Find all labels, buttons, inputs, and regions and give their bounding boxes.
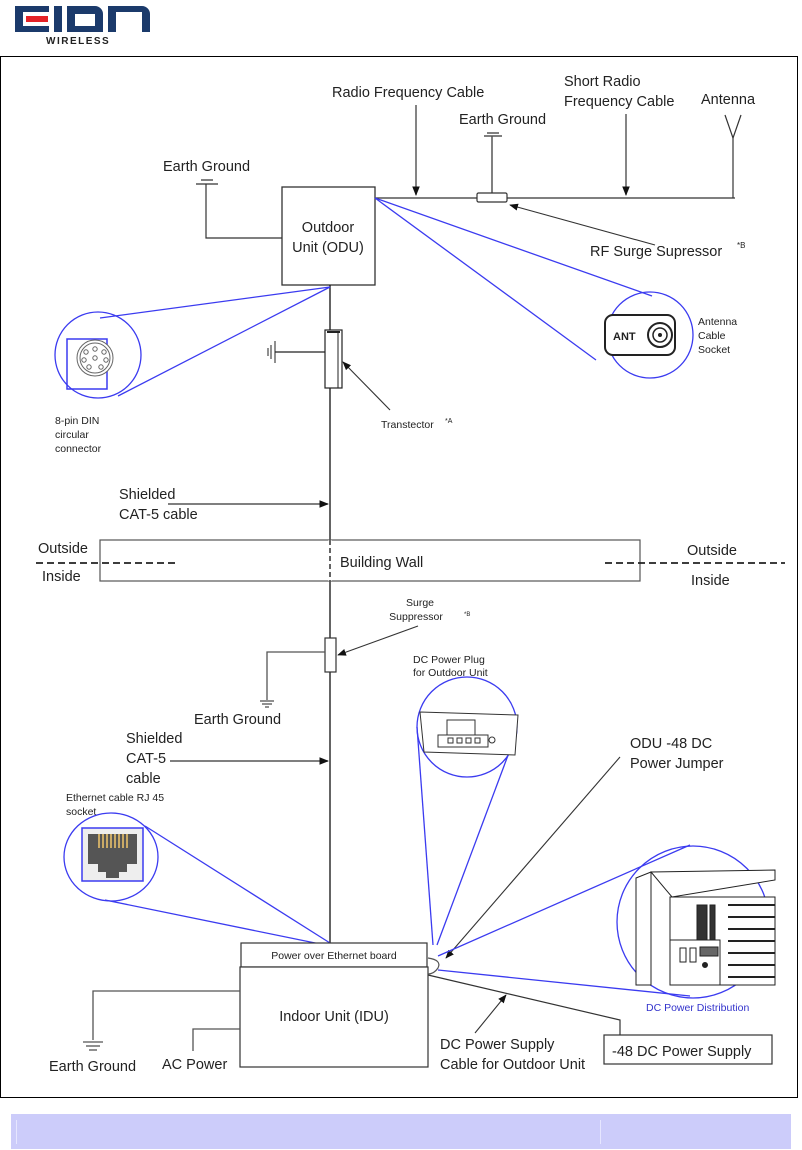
din-connector-icon <box>76 339 114 377</box>
diagram-frame <box>0 56 798 1098</box>
odu-jumper-label-2: Power Jumper <box>630 756 724 772</box>
outside-left-label: Outside <box>38 541 88 557</box>
surge-label-1: Surge <box>406 597 434 609</box>
earth-ground-icon <box>267 341 325 363</box>
idu-box <box>239 966 429 1068</box>
ant-socket-icon: ANT <box>604 314 676 356</box>
dc-distribution-icon <box>635 869 776 986</box>
footer-bar <box>11 1114 791 1149</box>
din-label-3: connector <box>55 443 102 455</box>
antenna-label: Antenna <box>701 92 756 108</box>
dc-cable-label-1: DC Power Supply <box>440 1037 555 1053</box>
ac-power-label: AC Power <box>162 1057 227 1073</box>
transtector-arrow <box>342 361 391 411</box>
eion-wireless-logo: WIRELESS <box>15 6 150 46</box>
dc-distribution-label: DC Power Distribution <box>646 1002 749 1014</box>
earth-ground-surge-label: Earth Ground <box>194 712 281 728</box>
dc-supply-box <box>603 1034 773 1065</box>
antenna-icon <box>724 114 742 198</box>
odu-box <box>281 186 376 286</box>
earth-ground-icon <box>196 179 282 239</box>
transtector-label: Transtector <box>381 419 434 431</box>
din-label-1: 8-pin DIN <box>55 415 99 427</box>
transtector-device <box>324 329 343 389</box>
earth-ground-icon <box>260 651 325 708</box>
building-wall <box>99 539 641 582</box>
odu-jumper-label-1: ODU -48 DC <box>630 736 712 752</box>
antenna-socket-label-3: Socket <box>698 344 730 356</box>
earth-ground-icon <box>484 132 502 193</box>
rf-surge-label: RF Surge Supressor <box>590 244 722 260</box>
surge-arrow <box>337 625 419 656</box>
shielded-cable-top-label-2: CAT-5 cable <box>119 507 198 523</box>
earth-ground-idu-label: Earth Ground <box>49 1059 136 1075</box>
jumper-loop <box>427 957 440 975</box>
inside-right-label: Inside <box>691 573 730 589</box>
surge-suppressor-device <box>324 637 337 673</box>
logo-subtext: WIRELESS <box>46 36 110 46</box>
shielded-cable-bottom-label-3: cable <box>126 771 161 787</box>
rf-surge-arrow <box>509 203 656 246</box>
dc-plug-icon <box>419 711 519 756</box>
earth-ground-icon <box>83 990 240 1051</box>
odu-label-2: Unit (ODU) <box>292 240 364 256</box>
rf-surge-note: *B <box>737 241 745 250</box>
surge-note: *B <box>464 612 470 618</box>
shielded-cable-bottom-label-1: Shielded <box>126 731 182 747</box>
poe-board-box <box>240 942 428 968</box>
shielded-cable-bottom-label-2: CAT-5 <box>126 751 166 767</box>
rj45-socket-icon <box>81 827 144 882</box>
surge-label-2: Suppressor <box>389 611 443 623</box>
idu-label: Indoor Unit (IDU) <box>279 1009 389 1025</box>
rf-cable-label: Radio Frequency Cable <box>332 85 484 101</box>
transtector-note: *A <box>445 418 453 425</box>
antenna-socket-callout <box>374 197 694 379</box>
short-rf-cable-label-2: Frequency Cable <box>564 94 674 110</box>
building-wall-label: Building Wall <box>340 555 423 571</box>
inside-left-label: Inside <box>42 569 81 585</box>
antenna-socket-label-1: Antenna <box>698 316 737 328</box>
dc-cable-arrow <box>474 994 507 1034</box>
ac-power-line <box>192 1028 240 1051</box>
rj45-label-2: socket <box>66 806 96 818</box>
rf-surge-suppressor <box>476 192 508 203</box>
dc-distribution-callout <box>437 844 770 999</box>
dc-plug-label-2: for Outdoor Unit <box>413 667 488 679</box>
shielded-cable-top-label-1: Shielded <box>119 487 175 503</box>
rj45-callout <box>63 812 331 946</box>
ant-badge: ANT <box>613 331 636 343</box>
dc-plug-label-1: DC Power Plug <box>413 654 485 666</box>
antenna-socket-label-2: Cable <box>698 330 726 342</box>
odu-jumper-arrow <box>445 756 621 959</box>
earth-ground-rf-label: Earth Ground <box>459 112 546 128</box>
dc-supply-label: -48 DC Power Supply <box>612 1044 752 1060</box>
poe-board-label: Power over Ethernet board <box>271 950 397 962</box>
rj45-label-1: Ethernet cable RJ 45 <box>66 792 164 804</box>
dc-cable-label-2: Cable for Outdoor Unit <box>440 1057 585 1073</box>
odu-label-1: Outdoor <box>302 220 355 236</box>
earth-ground-odu-label: Earth Ground <box>163 159 250 175</box>
din-label-2: circular <box>55 429 89 441</box>
short-rf-cable-label-1: Short Radio <box>564 74 641 90</box>
outside-right-label: Outside <box>687 543 737 559</box>
dc-supply-cable <box>427 974 621 1035</box>
